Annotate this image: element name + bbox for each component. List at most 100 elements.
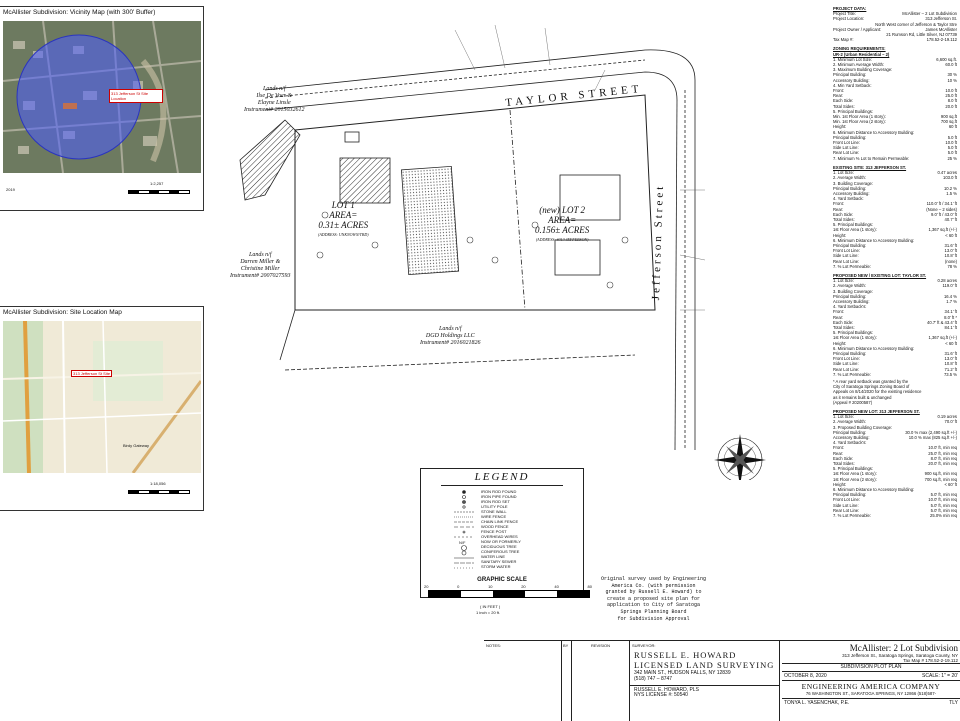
zoning-row: Front Lot Line:10.0 ft [833,140,957,145]
proposed-new-row: Front:10.0' ft, min req [833,445,957,450]
row-value: 0.47 acres [937,170,957,176]
row-label: Project Title: [833,11,857,17]
zoning-row: Total Sides:20.0 ft [833,104,957,109]
owner-dgd-line: Lands n/f [438,326,462,332]
existing-row: 1. Lot Size:0.47 acres [833,170,957,175]
row-value: McAllister – 2 Lot Subdivision [902,11,957,17]
setback-note-line: as it remains built & unchanged [833,394,892,400]
zoning-row: 5. Principal Buildings: [833,109,957,114]
lot2-area-label: AREA= [548,215,577,225]
row-label: 5. Principal Buildings: [833,222,874,228]
proposed-new-row: 2. Average Width:70.0' ft [833,419,957,424]
project-title-cell: McAllister: 2 Lot Subdivision 313 Jeffer… [782,641,960,721]
legend-item: DECIDUOUS TREE [481,544,517,549]
row-label: 6. Minimum Distance to Accessory Buildin… [833,487,915,493]
row-label: Principal Building: [833,134,867,140]
lot1-address: (ADDRESS: UNKNOWN/TBD) [318,232,369,237]
row-value: 25 % [947,155,957,161]
zoning-row: Side Lot Line: 5.0 ft [833,145,957,150]
engineering-firm: ENGINEERING AMERICA COMPANY [801,682,941,691]
row-label: 1. Minimum Lot Size: [833,56,873,62]
scale-tick: 20 [424,584,429,589]
zoning-row: 6. Minimum Distance to Accessory Buildin… [833,130,957,135]
owner-miller-line: Christine Miller [240,266,280,272]
row-label: Principal Building: [833,293,867,299]
lot1-label: LOT 1 AREA= 0.31± ACRES (ADDRESS: UNKNOW… [318,200,369,240]
legend-item: STONE WALL [481,509,507,514]
row-label: Accessory Building: [833,190,870,196]
legend-item: NOW OR FORMERLY [481,539,521,544]
existing-row: Side Lot Line:10.8' ft [833,253,957,258]
survey-note: Original survey used by Engineering Amer… [596,576,711,622]
zoning-row: Accessory Building:10 % [833,78,957,83]
row-label: 2. Average Width: [833,419,866,425]
proposed-existing-row: Rear Lot Line:71.2' ft [833,367,957,372]
surveyor-address: 342 MAIN ST., HUDSON FALLS, NY 12839 [634,670,731,676]
row-value: 5.0' ft, min req [930,507,957,513]
existing-garage [339,157,391,204]
legend-item: FENCE POST [481,529,507,534]
row-value: 8.0 ft [947,98,957,104]
legend-item: WOOD FENCE [481,524,509,529]
row-value: 10.0 ft [945,140,957,146]
location-map-title: McAllister Subdivision: Site Location Ma… [3,309,122,316]
row-value: (None – 2 sides) [926,206,957,212]
proposed-new-row: Rear:25.0' ft, min req [833,451,957,456]
row-label: 3. Maximum Building Coverage: [833,67,893,73]
row-label: 4. Yard Setback: [833,196,864,202]
row-value: 13.0' ft [944,356,957,362]
existing-row: Total Sides:40.7' ft [833,217,957,222]
row-value: James McAllister [925,26,957,32]
proposed-existing-row: 5. Principal Buildings: [833,330,957,335]
row-label: Principal Building: [833,492,867,498]
row-label: 5. Principal Buildings: [833,108,874,114]
proposed-existing-row: 6. Minimum Distance to Accessory Buildin… [833,346,957,351]
row-label: Front: [833,445,844,451]
surveyor-phone: (518) 747 – 8747 [634,676,673,682]
by-label: BY [563,643,569,648]
legend-item: WATER LINE [481,554,506,559]
row-label: Side Lot Line: [833,361,859,367]
row-label: Min. 1st Floor Area (1 story): [833,114,886,120]
lot2-name: (new) LOT 2 [539,205,586,215]
location-scale-bar [128,490,190,494]
row-label: 7. % Lot Permeable: [833,263,871,269]
row-value: 9.0' ft / 43.0' ft [930,211,957,217]
title-block: NOTES: BY REVISION SURVEYOR: RUSSELL E. … [484,640,960,721]
proposed-existing-row: Rear:8.0' ft * [833,315,957,320]
zoning-row: Rear:25.0 ft [833,93,957,98]
row-value: 40.7' ft & 43.4' ft [927,319,957,325]
row-value: 119.0' ft [942,283,957,289]
svg-text:N/F: N/F [459,540,466,545]
date-scale-row: OCTOBER 8, 2020 SCALE: 1" = 20' [782,671,960,680]
row-label: Side Lot Line: [833,145,859,151]
row-value: 1.5 % [946,190,957,196]
proposed-new-row: Principal Building:5.0' ft, min req [833,492,957,497]
proposed-new-row: Each Side:8.0' ft, min req [833,456,957,461]
proposed-new-row: 5. Principal Buildings: [833,466,957,471]
scale-tick: 0 [457,584,460,589]
zoning-row: Front:10.0 ft [833,88,957,93]
graphic-scale-bar [428,590,590,598]
project-data-heading: PROJECT DATA: [833,6,867,11]
row-label: Total Sides: [833,461,855,467]
project-data-column: PROJECT DATA: Project Title: McAllister –… [833,6,957,518]
engineering-address: 76 WASHINGTON ST., SARATOGA SPRINGS, NY … [805,691,937,696]
zoning-rows: 1. Minimum Lot Size:6,600 sq.ft.2. Minim… [833,57,957,161]
survey-note-line: Springs Planning Board [620,608,687,615]
setback-note-line: City of Saratoga Springs Zoning Board of [833,384,910,390]
vicinity-map-title: McAllister Subdivision: Vicinity Map (wi… [3,9,156,16]
owner-devoer-line: Elayne Linsle [257,100,291,106]
proposed-existing-row: Side Lot Line:10.8' ft [833,361,957,366]
row-value: 31.6' ft [944,351,957,356]
row-label: 6. Minimum Distance to Accessory Buildin… [833,129,915,135]
project-data-row: Tax Map #:178.52-2-19.112 [833,37,957,42]
row-value: 5.0 ft [947,145,957,151]
existing-row: Principal Building:31.6' ft [833,243,957,248]
surveyor-label: SURVEYOR: [632,643,656,648]
row-value: 5.0' ft, min req [930,502,957,508]
legend-item: SANITARY SEWER [481,559,517,564]
location-site-callout: 313 Jefferson St Site [71,370,113,377]
row-value: 30 % [947,72,957,78]
